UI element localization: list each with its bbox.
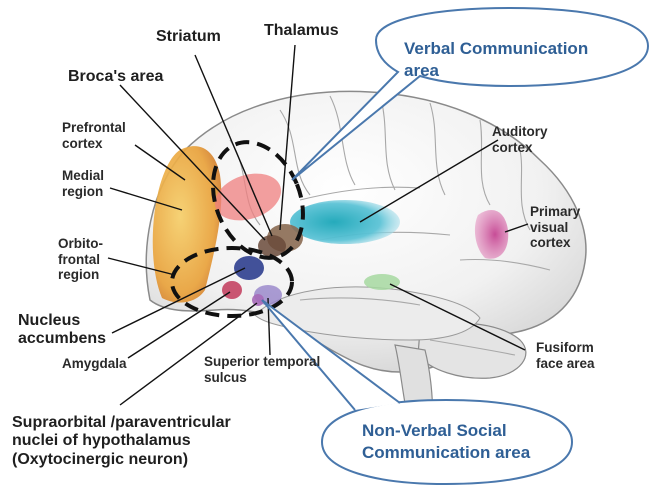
verbal-callout-text: Verbal Communication area <box>404 38 588 82</box>
label-hypothalamus-nuclei: Supraorbital /paraventricular nuclei of … <box>12 414 231 469</box>
label-auditory-cortex: Auditory cortex <box>492 124 548 155</box>
fusiform-region <box>364 274 400 290</box>
label-nucleus-accumbens: Nucleus accumbens <box>18 312 106 349</box>
nucleus-region <box>234 256 264 280</box>
amygdala-region <box>222 281 242 299</box>
label-broca: Broca's area <box>68 68 163 86</box>
auditory-region <box>290 200 400 244</box>
label-thalamus: Thalamus <box>264 22 339 40</box>
label-medial: Medial region <box>62 168 104 199</box>
label-orbitofrontal: Orbito- frontal region <box>58 236 103 283</box>
nonverbal-callout-text: Non-Verbal Social Communication area <box>362 420 530 464</box>
label-fusiform-face-area: Fusiform face area <box>536 340 595 371</box>
label-striatum: Striatum <box>156 28 221 46</box>
label-amygdala: Amygdala <box>62 356 127 372</box>
label-prefrontal: Prefrontal cortex <box>62 120 126 151</box>
label-primary-visual-cortex: Primary visual cortex <box>530 204 580 251</box>
label-superior-temporal-sulcus: Superior temporal sulcus <box>204 354 320 385</box>
